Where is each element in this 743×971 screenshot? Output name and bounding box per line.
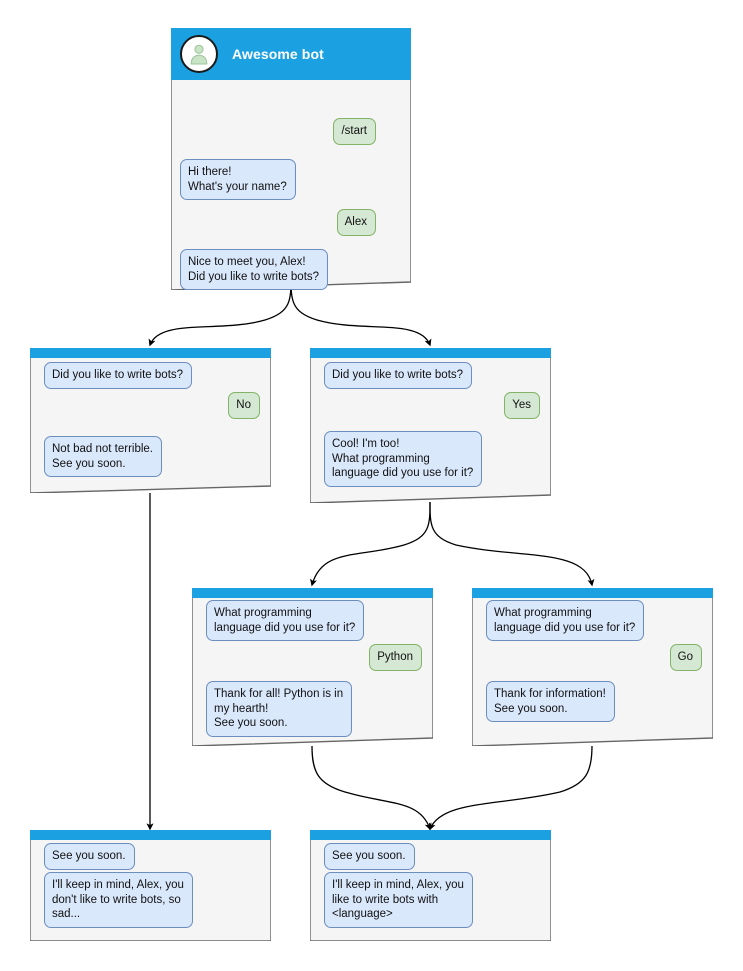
- node-header-bar: [472, 588, 713, 598]
- message-row: Python: [192, 644, 433, 671]
- node-header-bar: [30, 348, 271, 358]
- end-happy-node-body: See you soon. I'll keep in mind, Alex, y…: [310, 830, 551, 941]
- message-row: Yes: [310, 392, 551, 419]
- node-header-bar: [192, 588, 433, 598]
- bot-message-bubble: Did you like to write bots?: [44, 362, 193, 389]
- bot-message-bubble: Cool! I'm too! What programming language…: [324, 431, 483, 487]
- message-row: Thank for all! Python is in my hearth! S…: [206, 681, 353, 737]
- message-row: Thank for information! See you soon.: [486, 681, 615, 723]
- connector-python-to-end-happy: [311, 745, 432, 831]
- bot-title: Awesome bot: [232, 46, 324, 62]
- bot-message-bubble: See you soon.: [44, 843, 135, 870]
- end-sad-node-body: See you soon. I'll keep in mind, Alex, y…: [30, 830, 271, 941]
- message-row: I'll keep in mind, Alex, you don't like …: [44, 872, 193, 928]
- user-message-bubble: Python: [369, 644, 422, 671]
- message-row: I'll keep in mind, Alex, you like to wri…: [324, 872, 473, 928]
- message-row: Did you like to write bots?: [44, 362, 193, 389]
- go-branch-node[interactable]: What programming language did you use fo…: [472, 588, 713, 746]
- message-row: See you soon.: [44, 843, 135, 870]
- message-row: Go: [472, 644, 713, 671]
- bot-message-bubble: Nice to meet you, Alex! Did you like to …: [180, 249, 329, 291]
- user-message-bubble: Alex: [336, 209, 376, 236]
- python-branch-node[interactable]: What programming language did you use fo…: [192, 588, 433, 746]
- user-message-bubble: Yes: [504, 392, 540, 419]
- node-header-bar: [30, 830, 271, 840]
- no-branch-node[interactable]: Did you like to write bots? No Not bad n…: [30, 348, 271, 493]
- bot-message-bubble: What programming language did you use fo…: [206, 600, 365, 642]
- bot-message-bubble: Did you like to write bots?: [324, 362, 473, 389]
- message-row: No: [30, 392, 271, 419]
- go-branch-node-body: What programming language did you use fo…: [472, 588, 713, 746]
- python-branch-node-body: What programming language did you use fo…: [192, 588, 433, 746]
- message-row: See you soon.: [324, 843, 415, 870]
- root-node[interactable]: Awesome bot /start Hi there! What's your…: [171, 28, 411, 291]
- user-message-bubble: No: [228, 392, 260, 419]
- message-row: What programming language did you use fo…: [206, 600, 365, 642]
- end-happy-node[interactable]: See you soon. I'll keep in mind, Alex, y…: [310, 830, 551, 941]
- no-branch-node-body: Did you like to write bots? No Not bad n…: [30, 348, 271, 493]
- connector-go-to-end-happy: [428, 745, 593, 831]
- message-row: Did you like to write bots?: [324, 362, 473, 389]
- bot-message-bubble: I'll keep in mind, Alex, you like to wri…: [324, 872, 473, 928]
- end-sad-node[interactable]: See you soon. I'll keep in mind, Alex, y…: [30, 830, 271, 941]
- bot-message-bubble: See you soon.: [324, 843, 415, 870]
- message-row: Not bad not terrible. See you soon.: [44, 436, 163, 478]
- node-header-bar: [310, 348, 551, 358]
- message-row: What programming language did you use fo…: [486, 600, 645, 642]
- user-message-bubble: Go: [669, 644, 702, 671]
- message-row: Alex: [171, 209, 411, 236]
- bot-message-bubble: Thank for all! Python is in my hearth! S…: [206, 681, 353, 737]
- root-node-header: Awesome bot: [171, 28, 411, 80]
- user-message-bubble: /start: [333, 118, 376, 145]
- yes-branch-node[interactable]: Did you like to write bots? Yes Cool! I'…: [310, 348, 551, 503]
- yes-branch-node-body: Did you like to write bots? Yes Cool! I'…: [310, 348, 551, 503]
- message-row: Cool! I'm too! What programming language…: [324, 431, 483, 487]
- bot-message-bubble: Not bad not terrible. See you soon.: [44, 436, 163, 478]
- message-row: /start: [171, 118, 411, 145]
- message-row: Nice to meet you, Alex! Did you like to …: [180, 249, 329, 291]
- bot-message-bubble: Thank for information! See you soon.: [486, 681, 615, 723]
- root-node-body: Awesome bot /start Hi there! What's your…: [171, 28, 411, 291]
- person-avatar-icon: [180, 35, 218, 73]
- bot-message-bubble: Hi there! What's your name?: [180, 159, 296, 201]
- node-header-bar: [310, 830, 551, 840]
- connector-yes-to-go: [429, 501, 595, 587]
- bot-message-bubble: What programming language did you use fo…: [486, 600, 645, 642]
- bot-message-bubble: I'll keep in mind, Alex, you don't like …: [44, 872, 193, 928]
- message-row: Hi there! What's your name?: [180, 159, 296, 201]
- connector-yes-to-python: [310, 501, 431, 587]
